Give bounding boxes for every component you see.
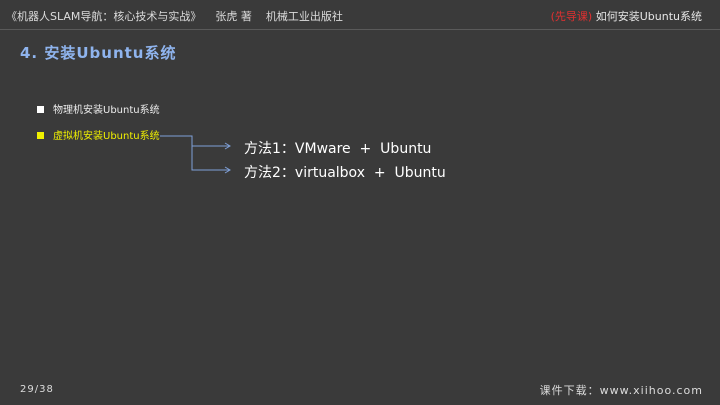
section-title: 4. 安装Ubuntu系统 — [20, 44, 177, 62]
bullet-label: 物理机安装Ubuntu系统 — [53, 105, 160, 116]
square-bullet-icon — [37, 132, 44, 139]
branch-connector — [160, 135, 231, 174]
header-divider — [0, 29, 720, 30]
download-link-text: 课件下载：www.xiihoo.com — [539, 384, 703, 397]
connector-line — [160, 135, 230, 171]
method-vmware: 方法1：VMware + Ubuntu — [244, 141, 432, 157]
page-number: 29/38 — [20, 384, 54, 395]
course-tag-prefix: (先导课) — [550, 10, 593, 23]
course-tag-topic: 如何安装Ubuntu系统 — [595, 10, 702, 23]
bullet-label: 虚拟机安装Ubuntu系统 — [53, 131, 160, 142]
header: 《机器人SLAM导航：核心技术与实战》张虎 著机械工业出版社 (先导课) 如何安… — [0, 0, 720, 30]
course-tag: (先导课) 如何安装Ubuntu系统 — [551, 8, 702, 24]
arrow-right-icon — [224, 142, 231, 150]
book-publisher: 机械工业出版社 — [265, 10, 343, 23]
square-bullet-icon — [37, 106, 44, 113]
method-virtualbox: 方法2：virtualbox + Ubuntu — [244, 165, 446, 181]
header-book-info: 《机器人SLAM导航：核心技术与实战》张虎 著机械工业出版社 — [6, 8, 343, 24]
book-author: 张虎 著 — [215, 10, 252, 23]
arrow-right-icon — [224, 166, 231, 174]
bullet-virtual-install: 虚拟机安装Ubuntu系统 — [37, 127, 160, 142]
book-title: 《机器人SLAM导航：核心技术与实战》 — [6, 10, 202, 23]
bullet-physical-install: 物理机安装Ubuntu系统 — [37, 101, 160, 116]
